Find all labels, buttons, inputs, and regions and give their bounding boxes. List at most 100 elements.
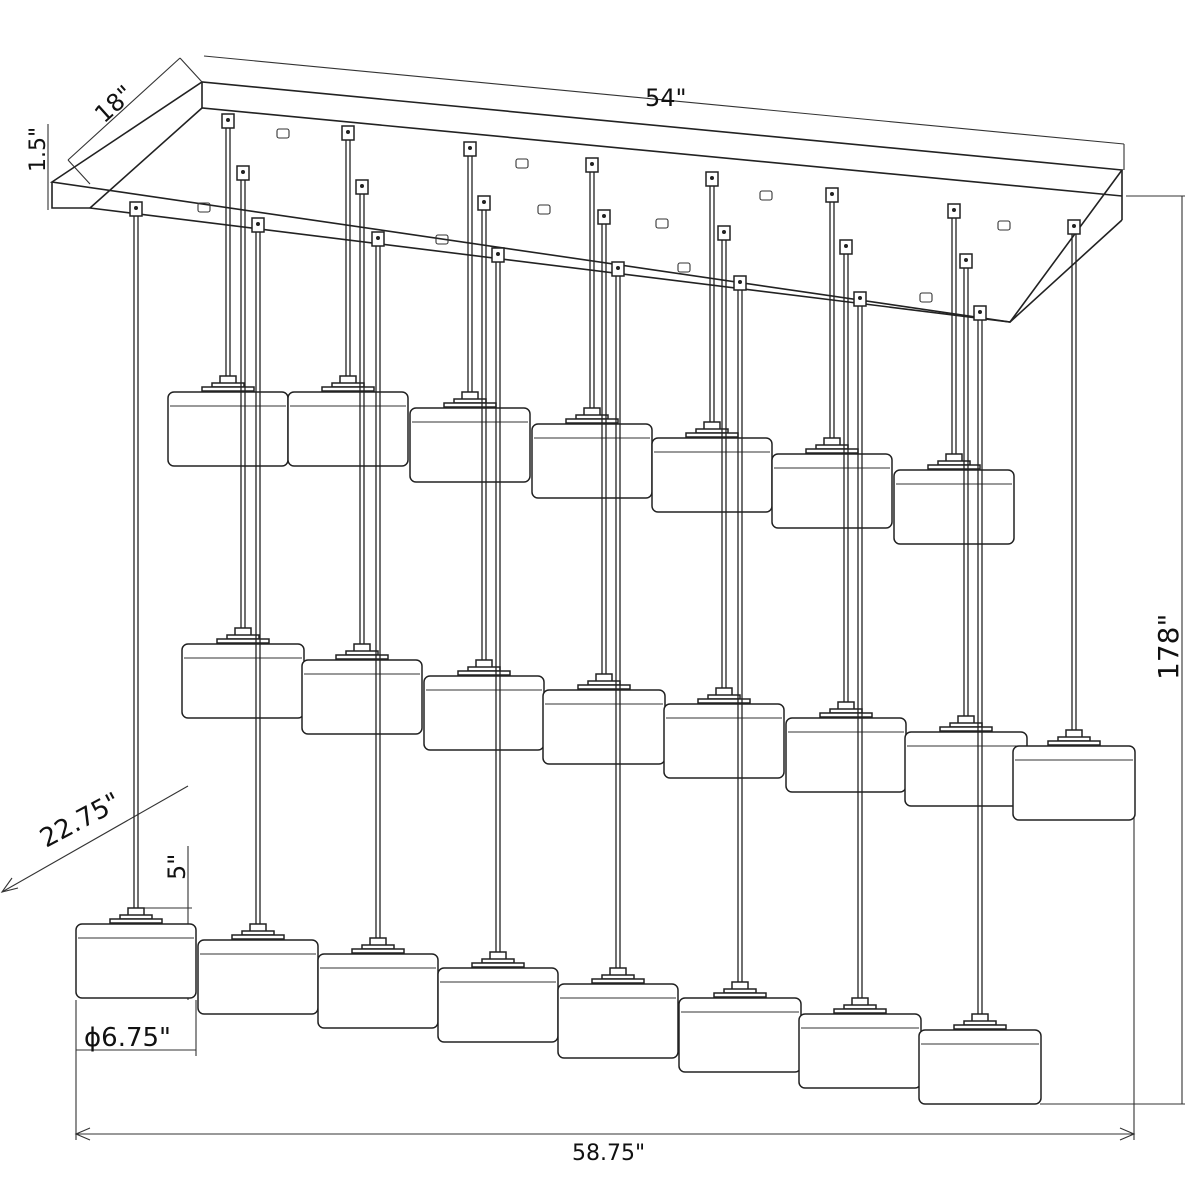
shade	[75, 923, 197, 999]
pendant	[918, 305, 1042, 1105]
mount-screw	[376, 236, 380, 240]
shade	[167, 391, 289, 467]
shade	[918, 1029, 1042, 1105]
mount-screw	[360, 184, 364, 188]
shade	[287, 391, 409, 467]
mount-screw	[978, 310, 982, 314]
pendant	[678, 275, 802, 1073]
diagonal-depth-dimension: 22.75"	[0, 785, 189, 893]
mount-screw	[738, 280, 742, 284]
cap-ring	[833, 1008, 887, 1014]
cap-ring	[953, 1024, 1007, 1030]
canopy-screw	[655, 218, 669, 229]
shade	[557, 983, 679, 1059]
pendants	[75, 113, 1136, 1105]
overall-height-label: 178"	[1152, 614, 1185, 680]
mount-screw	[616, 266, 620, 270]
cap-ring	[1047, 740, 1101, 746]
shade	[423, 675, 545, 751]
diagonal-depth-label: 22.75"	[35, 787, 125, 854]
canopy-screw	[276, 128, 290, 139]
cap-ring	[927, 464, 981, 470]
shade	[437, 967, 559, 1043]
cap-ring	[201, 386, 255, 392]
pendant	[167, 113, 289, 467]
canopy-screw	[435, 234, 449, 245]
mount-screw	[468, 146, 472, 150]
shade	[197, 939, 319, 1015]
overall-height-dimension: 178"	[1040, 195, 1185, 1105]
pendant	[798, 291, 922, 1089]
canopy-screw	[919, 292, 933, 303]
pendant	[301, 179, 423, 735]
cap-ring	[939, 726, 993, 732]
mount-screw	[858, 296, 862, 300]
cap-ring	[457, 670, 511, 676]
pendant	[437, 247, 559, 1043]
shade	[1012, 745, 1136, 821]
cap-ring	[321, 386, 375, 392]
cap-ring	[591, 978, 645, 984]
shade	[317, 953, 439, 1029]
shade	[301, 659, 423, 735]
mount-screw	[952, 208, 956, 212]
pendant	[287, 125, 409, 467]
cap-ring	[351, 948, 405, 954]
mount-screw	[346, 130, 350, 134]
shade	[542, 689, 666, 765]
mount-screw	[256, 222, 260, 226]
mount-screw	[134, 206, 138, 210]
pendant	[531, 157, 653, 499]
mount-screw	[710, 176, 714, 180]
canopy-depth-label: 18"	[89, 80, 139, 129]
shade-diameter-label: ϕ6.75"	[84, 1023, 171, 1053]
shade	[651, 437, 773, 513]
canopy-top-face	[49, 81, 1124, 323]
mount-screw	[964, 258, 968, 262]
shade-height-dimension: 5"	[140, 846, 192, 1000]
mount-screw	[590, 162, 594, 166]
shade	[181, 643, 305, 719]
mount-screw	[844, 244, 848, 248]
shade	[678, 997, 802, 1073]
shade	[904, 731, 1028, 807]
mount-screw	[241, 170, 245, 174]
mount-screw	[496, 252, 500, 256]
shade-diameter-dimension: ϕ6.75"	[76, 1000, 197, 1056]
cap-ring	[471, 962, 525, 968]
pendant	[557, 261, 679, 1059]
pendant	[1012, 219, 1136, 821]
canopy-screw	[515, 158, 529, 169]
mount-screw	[226, 118, 230, 122]
canopy	[49, 81, 1124, 323]
canopy-dimensions: 18" 54" 1.5"	[26, 55, 1125, 210]
cap-ring	[685, 432, 739, 438]
cap-ring	[697, 698, 751, 704]
mount-screw	[482, 200, 486, 204]
mount-screw	[1072, 224, 1076, 228]
mount-screw	[830, 192, 834, 196]
canopy-screw	[759, 190, 773, 201]
pendant	[663, 225, 785, 779]
pendant	[771, 187, 893, 529]
cap-ring	[231, 934, 285, 940]
canopy-length-label: 54"	[645, 84, 687, 112]
overall-width-label: 58.75"	[572, 1141, 645, 1166]
shade	[409, 407, 531, 483]
shade	[771, 453, 893, 529]
pendant	[317, 231, 439, 1029]
cap-ring	[713, 992, 767, 998]
pendant	[181, 165, 305, 719]
canopy-height-label: 1.5"	[26, 127, 51, 172]
mount-screw	[722, 230, 726, 234]
canopy-screw	[677, 262, 691, 273]
pendant	[542, 209, 666, 765]
pendant	[893, 203, 1015, 545]
pendant	[409, 141, 531, 483]
pendant	[423, 195, 545, 751]
cap-ring	[577, 684, 631, 690]
shade	[663, 703, 785, 779]
cap-ring	[565, 418, 619, 424]
